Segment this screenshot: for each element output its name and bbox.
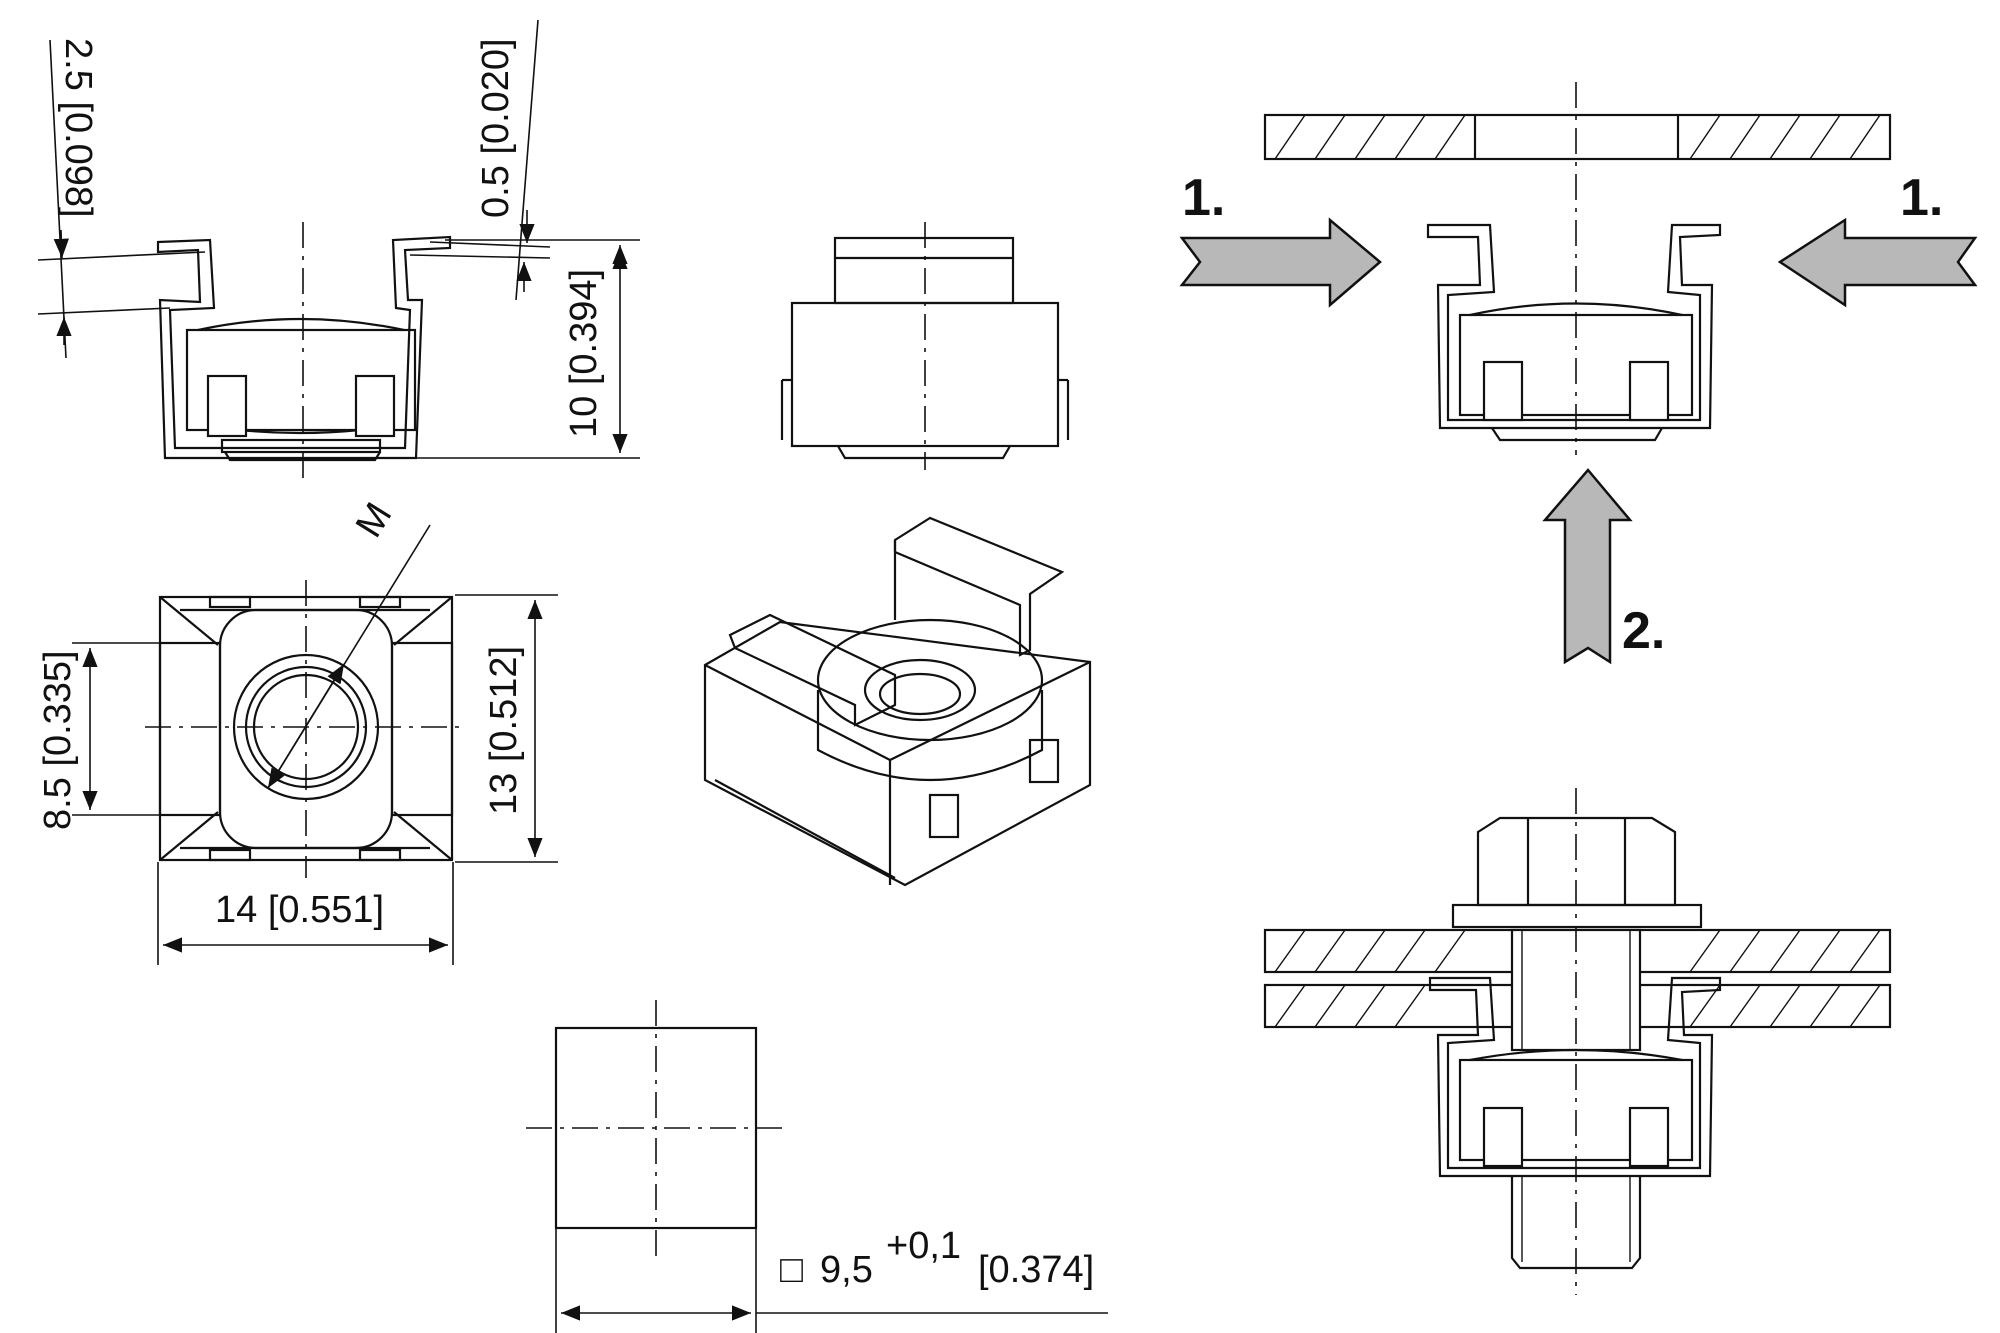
dim-m-label: M (348, 496, 400, 545)
insert-arrow-left (1179, 217, 1382, 308)
dim-0-5: 0.5 [0.020] (409, 19, 551, 301)
dim-10: 10 [0.394] (416, 239, 640, 459)
dim-m: M (267, 496, 431, 789)
dim-0-5-label: 0.5 [0.020] (475, 38, 517, 218)
step-1-left-label: 1. (1182, 169, 1225, 227)
dim-9-5: □ 9,5 +0,1 [0.374] (780, 1225, 1094, 1291)
assembled-view (1263, 788, 1892, 1295)
dim-8-5-label: 8.5 [0.335] (37, 650, 79, 830)
dim-8-5: 8.5 [0.335] (37, 642, 215, 830)
dim-14: 14 [0.551] (157, 862, 454, 965)
dim-9-5-tolerance: +0,1 (886, 1225, 961, 1267)
dim-2-5: 2.5 [0.098] (37, 38, 206, 359)
dim-14-label: 14 [0.551] (215, 889, 384, 931)
dim-13: 13 [0.512] (455, 594, 558, 863)
top-view (145, 580, 467, 878)
dim-9-5-box: □ (780, 1249, 803, 1291)
dim-9-5-inch: [0.374] (978, 1249, 1094, 1291)
dim-2-5-label: 2.5 [0.098] (57, 38, 99, 218)
insert-arrow-right (1777, 217, 1978, 308)
dim-9-5-value: 9,5 (820, 1249, 873, 1291)
isometric-view (703, 516, 1092, 887)
step-1-right-label: 1. (1900, 169, 1943, 227)
dim-13-label: 13 [0.512] (483, 646, 525, 815)
installation-step-view (1179, 82, 1978, 665)
panel-cutout-view (526, 1000, 1108, 1333)
side-view (780, 222, 1070, 470)
dim-10-label: 10 [0.394] (563, 269, 605, 438)
push-arrow-up (1542, 468, 1633, 665)
step-2-label: 2. (1622, 602, 1665, 660)
front-view (156, 222, 452, 478)
